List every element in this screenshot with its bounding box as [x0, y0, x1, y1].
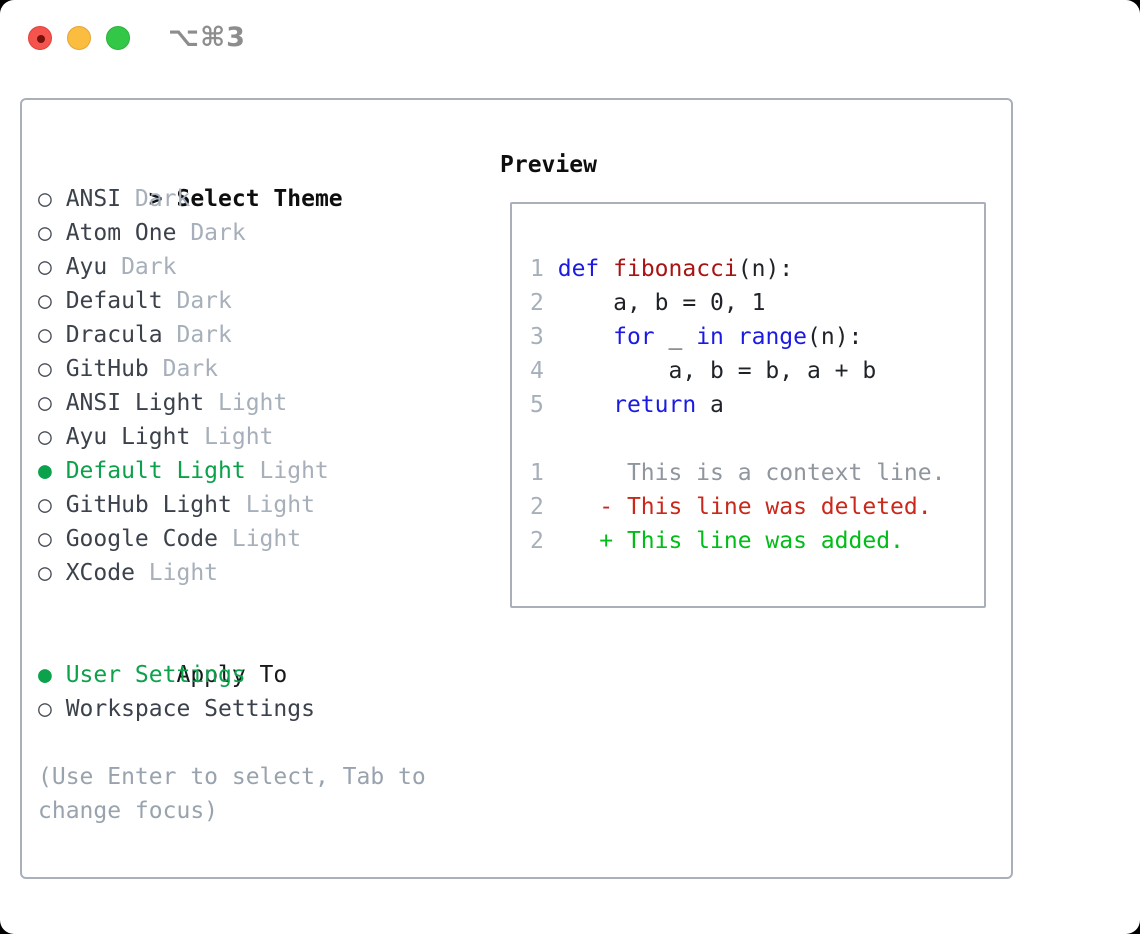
apply-to-options: ●User Settings○Workspace Settings [38, 658, 453, 726]
radio-unselected-icon: ○ [38, 254, 52, 280]
hint-text: (Use Enter to select, Tab to change focu… [38, 764, 426, 824]
radio-selected-icon: ● [38, 662, 52, 688]
unsaved-changes-dot [37, 35, 45, 43]
zoom-button[interactable] [106, 26, 130, 50]
radio-unselected-icon: ○ [38, 696, 52, 722]
code-line: 2 + This line was added. [530, 528, 904, 554]
code-line: 1 This is a context line. [530, 460, 946, 486]
radio-unselected-icon: ○ [38, 220, 52, 246]
radio-unselected-icon: ○ [38, 186, 52, 212]
minimize-button[interactable] [67, 26, 91, 50]
code-preview: 1 def fibonacci(n): 2 a, b = 0, 1 3 for _ … [530, 252, 945, 558]
apply-to-header: Apply To [38, 624, 453, 688]
apply-to-label: Apply To [176, 662, 288, 688]
radio-unselected-icon: ○ [38, 560, 52, 586]
radio-selected-icon: ● [38, 458, 52, 484]
spacer [38, 590, 453, 624]
close-button[interactable] [28, 26, 52, 50]
code-line [530, 422, 945, 456]
select-theme-header: > Select Theme [38, 148, 453, 212]
preview-box: 1 def fibonacci(n): 2 a, b = 0, 1 3 for _ … [510, 202, 986, 608]
focus-cursor: > [148, 186, 163, 212]
code-line: 2 - This line was deleted. [530, 494, 932, 520]
code-line: 4 a, b = b, a + b [530, 358, 877, 384]
radio-unselected-icon: ○ [38, 526, 52, 552]
select-theme-label: Select Theme [176, 186, 343, 212]
radio-unselected-icon: ○ [38, 492, 52, 518]
radio-unselected-icon: ○ [38, 390, 52, 416]
window-title: ⌥⌘3 [168, 22, 246, 53]
spacer [38, 726, 453, 760]
apply-option-workspace-settings[interactable]: ○Workspace Settings [38, 692, 453, 726]
radio-unselected-icon: ○ [38, 288, 52, 314]
radio-unselected-icon: ○ [38, 424, 52, 450]
preview-label: Preview [500, 152, 597, 178]
radio-unselected-icon: ○ [38, 356, 52, 382]
code-line: 5 return a [530, 392, 724, 418]
code-line: 2 a, b = 0, 1 [530, 290, 766, 316]
code-line: 3 for _ in range(n): [530, 324, 863, 350]
radio-unselected-icon: ○ [38, 322, 52, 348]
apply-option-user-settings[interactable]: ●User Settings [38, 658, 453, 692]
code-line: 1 def fibonacci(n): [530, 256, 794, 282]
